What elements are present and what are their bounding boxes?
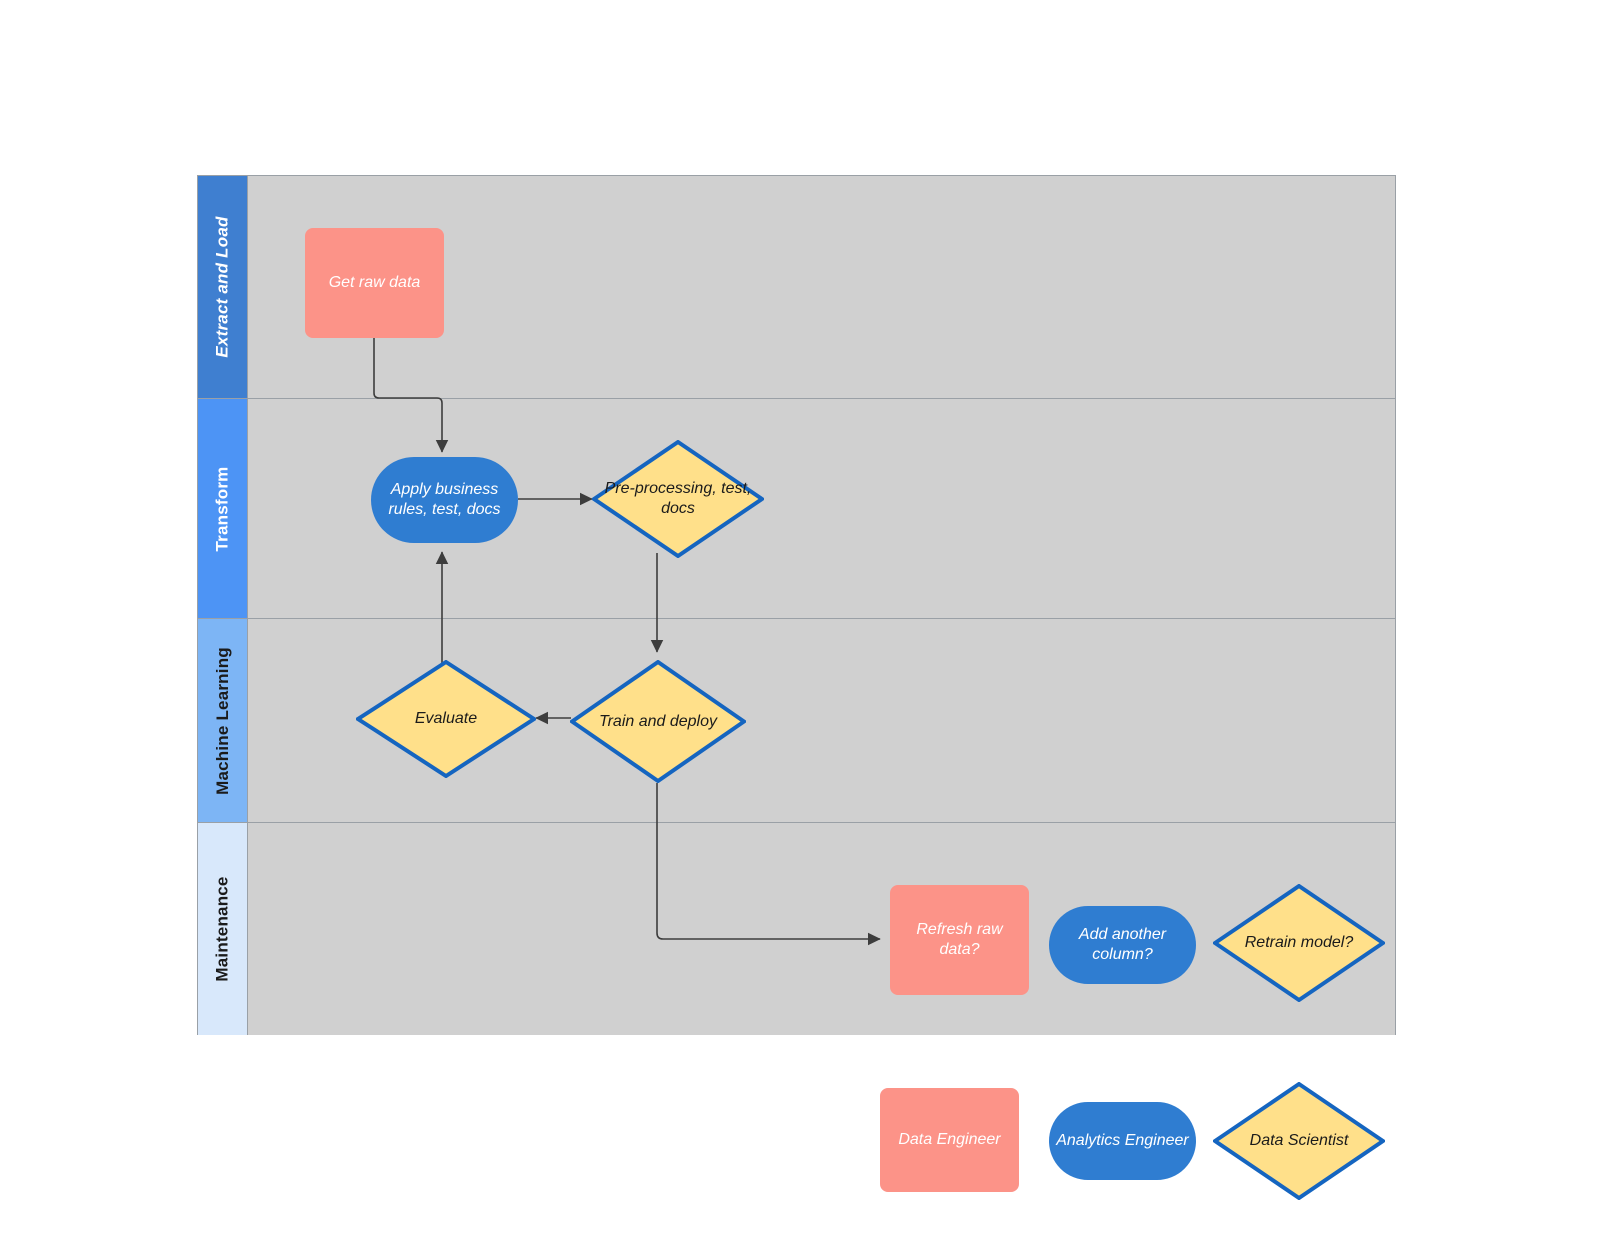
- node-label-retrain-model: Retrain model?: [1244, 934, 1354, 952]
- legend-item-data-engineer[interactable]: Data Engineer: [880, 1088, 1019, 1192]
- node-evaluate[interactable]: Evaluate: [356, 660, 536, 778]
- node-pre-processing[interactable]: Pre-processing, test, docs: [592, 440, 764, 558]
- node-label-train-and-deploy: Train and deploy: [599, 712, 717, 730]
- node-label-add-another-column: Add another column?: [1078, 926, 1167, 963]
- legend-item-data-scientist[interactable]: Data Scientist: [1213, 1082, 1385, 1200]
- diamond-shape: [1213, 1082, 1385, 1200]
- lane-label-maintenance: Maintenance: [212, 876, 232, 982]
- lane-header-transform: Transform: [198, 399, 248, 618]
- node-label-pre-processing: Pre-processing, test, docs: [604, 480, 752, 517]
- legend-item-analytics-engineer[interactable]: Analytics Engineer: [1049, 1102, 1196, 1180]
- legend-label-analytics-engineer: Analytics Engineer: [1056, 1132, 1189, 1150]
- lane-header-maintenance: Maintenance: [198, 823, 248, 1035]
- node-label-apply-business-rules: Apply business rules, test, docs: [388, 481, 501, 518]
- node-add-another-column[interactable]: Add another column?: [1049, 906, 1196, 984]
- diamond-shape: [356, 660, 536, 778]
- node-refresh-raw-data[interactable]: Refresh raw data?: [890, 885, 1029, 995]
- lane-label-transform: Transform: [212, 466, 232, 551]
- lane-label-extract-and-load: Extract and Load: [212, 216, 232, 358]
- lane-label-machine-learning: Machine Learning: [212, 646, 232, 795]
- legend-label-data-engineer: Data Engineer: [898, 1131, 1001, 1149]
- node-retrain-model[interactable]: Retrain model?: [1213, 884, 1385, 1002]
- lane-header-extract-and-load: Extract and Load: [198, 176, 248, 398]
- diamond-shape: [570, 660, 746, 783]
- legend-label-data-scientist: Data Scientist: [1249, 1132, 1349, 1150]
- node-label-get-raw-data: Get raw data: [328, 274, 421, 292]
- node-train-and-deploy[interactable]: Train and deploy: [570, 660, 746, 783]
- node-label-refresh-raw-data: Refresh raw data?: [916, 921, 1003, 958]
- node-label-evaluate: Evaluate: [414, 710, 478, 728]
- lane-header-machine-learning: Machine Learning: [198, 619, 248, 822]
- node-apply-business-rules[interactable]: Apply business rules, test, docs: [371, 457, 518, 543]
- diamond-shape: [592, 440, 764, 558]
- node-get-raw-data[interactable]: Get raw data: [305, 228, 444, 338]
- legend: Data Engineer Analytics Engineer Data Sc…: [880, 1082, 1385, 1200]
- diamond-shape: [1213, 884, 1385, 1002]
